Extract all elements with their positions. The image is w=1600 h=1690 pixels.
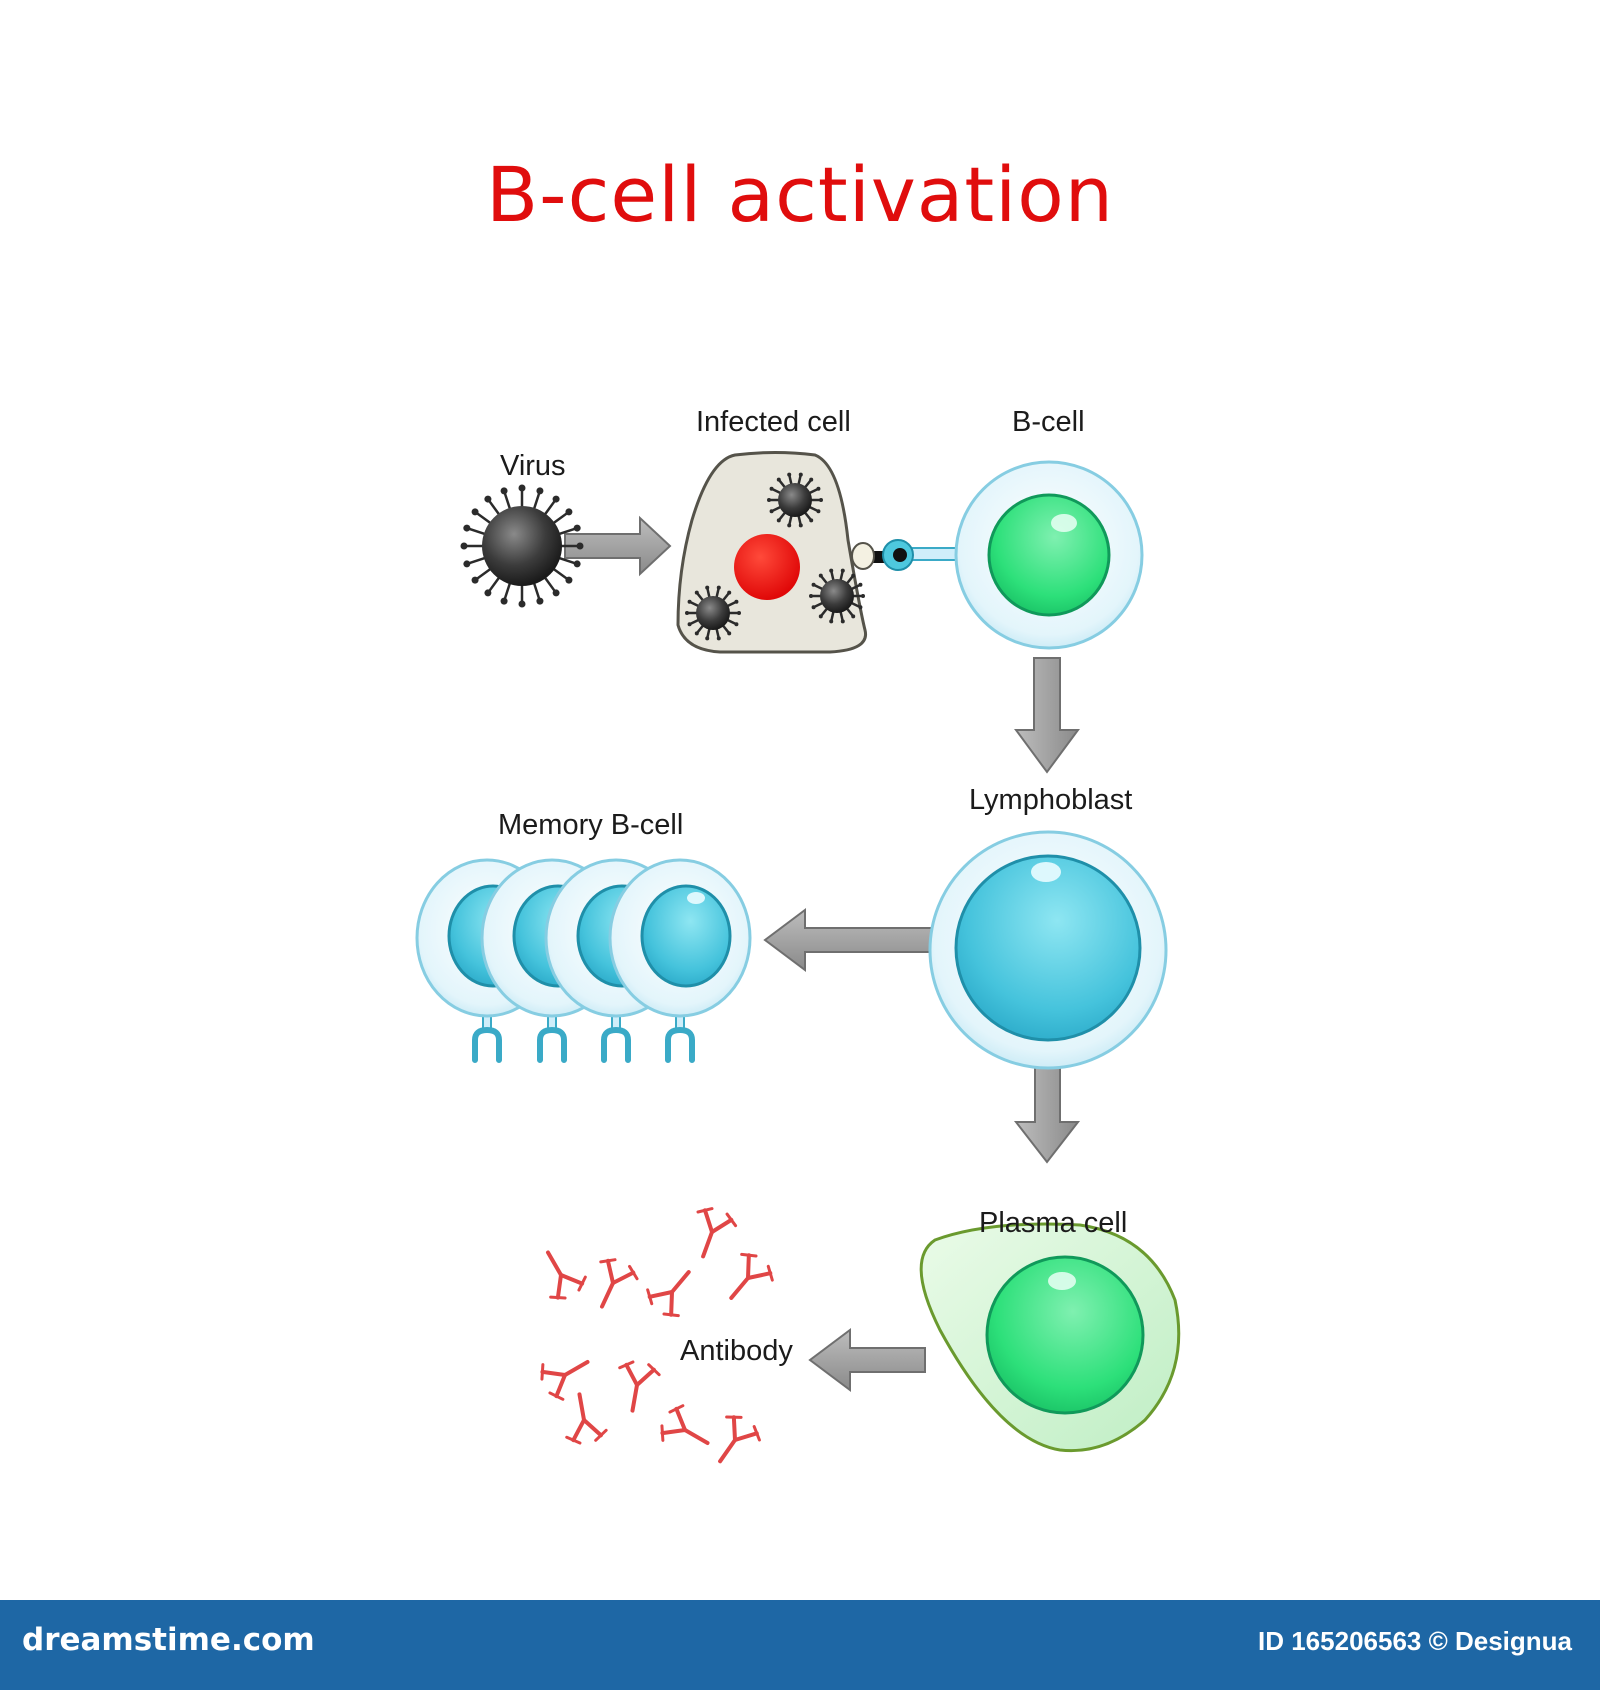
inner-virus-icon	[685, 585, 741, 641]
inner-viruses	[685, 472, 865, 641]
b-cell-nucleus	[987, 493, 1111, 617]
label-antibody: Antibody	[680, 1335, 793, 1367]
arrow-lymphoblast-to-plasma	[1013, 1064, 1081, 1164]
antibodies	[540, 1207, 774, 1464]
arrow-virus-to-infected	[564, 515, 672, 577]
antibody-icon	[729, 1252, 774, 1300]
label-b-cell: B-cell	[1012, 406, 1085, 438]
receptor-icon	[537, 1026, 567, 1063]
inner-virus-icon	[809, 568, 865, 624]
infected-cell	[676, 451, 902, 654]
arrow-plasma-to-antibody	[808, 1328, 926, 1392]
antibody-icon	[646, 1270, 691, 1318]
antibody-icon	[546, 1250, 587, 1300]
plasma-cell-nucleus	[985, 1255, 1145, 1415]
arrow-lymphoblast-to-memory	[763, 908, 933, 972]
antibody-icon	[565, 1392, 608, 1445]
label-infected-cell: Infected cell	[696, 406, 851, 438]
lymphoblast-nucleus	[954, 854, 1142, 1042]
infected-cell-nucleus	[734, 534, 800, 600]
virus-spikes	[460, 484, 584, 608]
lymphoblast	[928, 830, 1168, 1070]
virus-icon	[482, 506, 562, 586]
antibody-icon	[599, 1258, 639, 1309]
antibody-icon	[718, 1415, 761, 1464]
receptor-icon	[601, 1026, 631, 1063]
plasma-cell	[919, 1222, 1181, 1453]
arrow-bcell-to-lymphoblast	[1014, 657, 1080, 774]
label-memory-b-cell: Memory B-cell	[498, 809, 684, 841]
footer-credit: ID 165206563 © Designua	[1258, 1626, 1572, 1656]
label-lymphoblast: Lymphoblast	[969, 784, 1133, 816]
label-virus: Virus	[500, 450, 566, 482]
receptor-icon	[472, 1026, 502, 1063]
receptor-icon	[665, 1026, 695, 1063]
inner-virus-icon	[767, 472, 823, 528]
antibody-icon	[696, 1207, 738, 1259]
memory-b-cell	[608, 858, 752, 1063]
page-title: B-cell activation	[486, 150, 1114, 239]
antibody-icon	[660, 1404, 710, 1445]
antibody-icon	[618, 1360, 661, 1413]
footer-brand: dreamstime.com	[22, 1622, 315, 1658]
memory-b-cells	[415, 858, 752, 1063]
antibody-icon	[540, 1360, 590, 1401]
label-plasma-cell: Plasma cell	[979, 1207, 1128, 1239]
mhc-molecule	[851, 542, 875, 570]
footer-bar: dreamstime.com ID 165206563 © Designua	[0, 1600, 1600, 1690]
b-cell	[882, 460, 1144, 650]
